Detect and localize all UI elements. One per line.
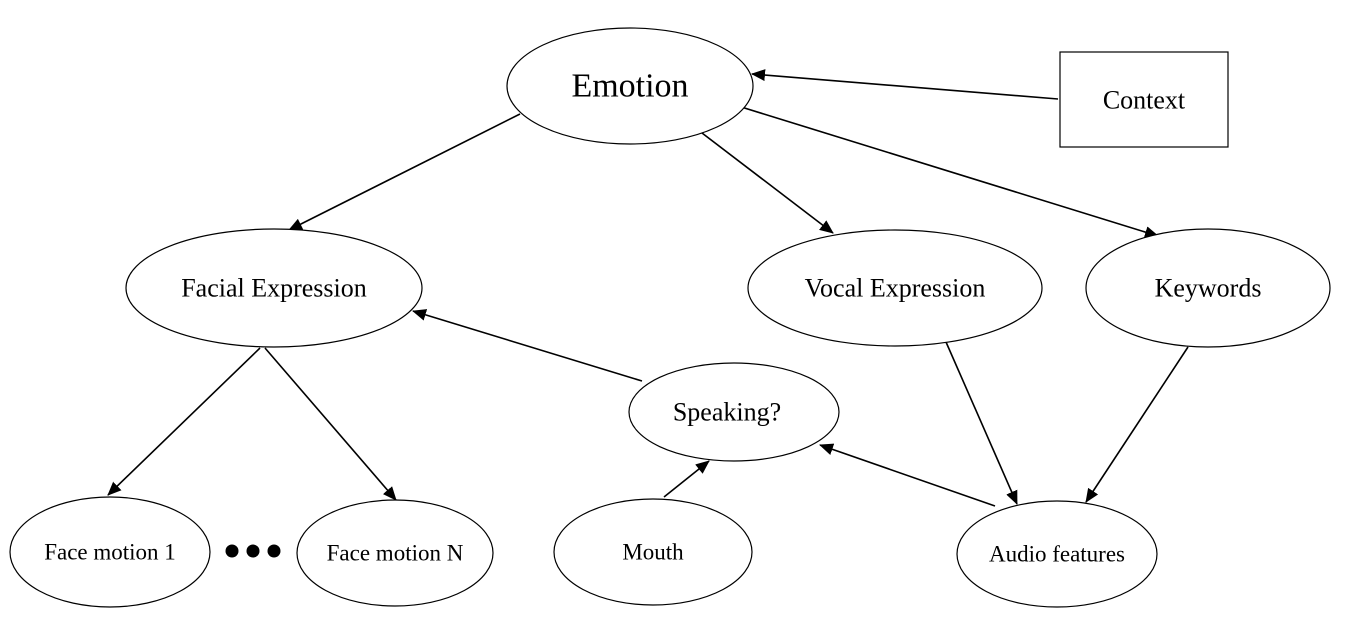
edge-audio-features-to-speaking — [819, 443, 996, 507]
edge-keywords-to-audio-features — [1085, 346, 1189, 503]
node-vocal-expression: Vocal Expression — [747, 229, 1043, 347]
node-speaking: Speaking? — [628, 362, 840, 462]
node-speaking-label: Speaking? — [673, 398, 781, 427]
node-audio-features: Audio features — [956, 500, 1158, 608]
node-face-motion-n: Face motion N — [296, 499, 494, 607]
node-face-motion-n-label: Face motion N — [327, 541, 464, 566]
ellipsis-dots — [225, 544, 281, 558]
node-mouth: Mouth — [553, 498, 753, 606]
node-face-motion-1-label: Face motion 1 — [44, 540, 176, 565]
edge-emotion-to-facial-expression — [288, 113, 521, 231]
edge-emotion-to-vocal-expression — [701, 132, 834, 234]
node-context-label: Context — [1103, 86, 1186, 115]
node-keywords: Keywords — [1085, 228, 1331, 348]
node-vocal-expression-label: Vocal Expression — [805, 274, 986, 303]
node-keywords-label: Keywords — [1155, 274, 1262, 303]
node-mouth-label: Mouth — [622, 540, 684, 565]
edge-mouth-to-speaking — [663, 460, 710, 498]
node-emotion: Emotion — [506, 27, 754, 145]
edge-facial-expression-to-face-motion-n — [264, 347, 397, 501]
node-audio-features-label: Audio features — [989, 542, 1125, 567]
edge-context-to-emotion — [751, 69, 1059, 100]
edge-emotion-to-keywords — [737, 105, 1159, 238]
node-facial-expression-label: Facial Expression — [181, 274, 367, 303]
node-face-motion-1: Face motion 1 — [9, 496, 211, 608]
node-facial-expression: Facial Expression — [125, 228, 423, 348]
edge-vocal-expression-to-audio-features — [945, 341, 1018, 505]
node-context: Context — [1059, 51, 1229, 148]
node-emotion-label: Emotion — [571, 68, 688, 105]
edge-facial-expression-to-face-motion-1 — [107, 347, 261, 496]
edge-speaking-to-facial-expression — [412, 309, 643, 382]
